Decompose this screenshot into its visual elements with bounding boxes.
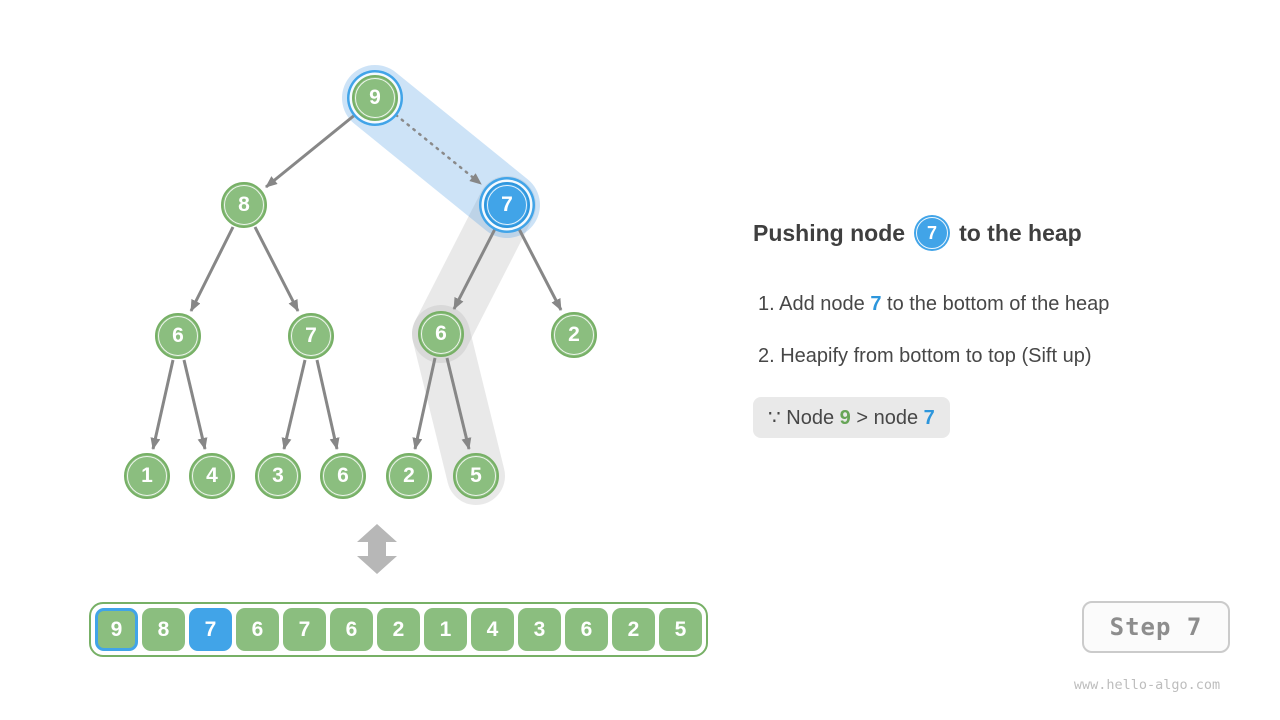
tree-node-label: 5 bbox=[470, 464, 482, 487]
tree-node: 9 bbox=[352, 75, 398, 121]
panel-title-suffix: to the heap bbox=[959, 219, 1082, 246]
tree-node-label: 6 bbox=[337, 464, 349, 487]
step-text: 1. Add node bbox=[758, 293, 871, 315]
array-cell: 1 bbox=[424, 608, 467, 651]
tree-node: 2 bbox=[551, 312, 597, 358]
note-blue-value: 7 bbox=[923, 407, 935, 429]
step-list-item-1: 1. Add node 7 to the bottom of the heap bbox=[758, 293, 1109, 316]
tree-node: 5 bbox=[453, 453, 499, 499]
compare-highlight bbox=[342, 65, 540, 238]
step-text: 2. Heapify from bottom to top (Sift up) bbox=[758, 345, 1092, 367]
array-cell: 6 bbox=[565, 608, 608, 651]
tree-node-label: 6 bbox=[435, 322, 447, 345]
array-cell: 4 bbox=[471, 608, 514, 651]
tree-node-label: 4 bbox=[206, 464, 218, 487]
array-cell: 2 bbox=[612, 608, 655, 651]
tree-edges bbox=[150, 112, 563, 450]
array-cell: 6 bbox=[236, 608, 279, 651]
heap-array: 9 8 7 6 7 6 2 1 4 3 6 2 5 bbox=[89, 602, 708, 657]
array-cell: 6 bbox=[330, 608, 373, 651]
array-cell: 3 bbox=[518, 608, 561, 651]
tree-node: 8 bbox=[221, 182, 267, 228]
dotted-compare-arrow bbox=[394, 113, 483, 186]
tree-node: 6 bbox=[418, 311, 464, 357]
tree-node: 7 bbox=[288, 313, 334, 359]
tree-node: 6 bbox=[155, 313, 201, 359]
tree-node-label: 3 bbox=[272, 464, 284, 487]
panel-title: Pushing node 7 to the heap bbox=[753, 212, 1082, 254]
tree-node: 2 bbox=[386, 453, 432, 499]
array-cell: 9 bbox=[95, 608, 138, 651]
note-box: ∵ Node 9 > node 7 bbox=[753, 397, 950, 438]
step-counter: Step 7 bbox=[1082, 601, 1230, 653]
note-text: ∵ Node bbox=[768, 407, 840, 429]
array-cell: 8 bbox=[142, 608, 185, 651]
tree-node-label: 2 bbox=[403, 464, 415, 487]
step-text: to the bottom of the heap bbox=[881, 293, 1110, 315]
tree-node-label: 7 bbox=[305, 324, 317, 347]
note-text: > node bbox=[850, 407, 924, 429]
watermark: www.hello-algo.com bbox=[1073, 677, 1221, 693]
swap-updown-arrow-icon bbox=[357, 524, 397, 574]
tree-node-label: 6 bbox=[172, 324, 184, 347]
tree-node-label: 1 bbox=[141, 464, 153, 487]
step-highlight: 7 bbox=[870, 293, 882, 315]
tree-node: 4 bbox=[189, 453, 235, 499]
tree-node-label: 2 bbox=[568, 323, 580, 346]
tree-node: 1 bbox=[124, 453, 170, 499]
array-cell-pushed: 7 bbox=[189, 608, 232, 651]
tree-node-label: 8 bbox=[238, 193, 250, 216]
panel-title-prefix: Pushing node bbox=[753, 219, 906, 246]
tree-node-pushed: 7 bbox=[484, 182, 530, 228]
note-green-value: 9 bbox=[839, 407, 851, 429]
tree-node: 6 bbox=[320, 453, 366, 499]
tree-node: 3 bbox=[255, 453, 301, 499]
tree-node-label: 9 bbox=[369, 86, 381, 109]
node-badge-7: 7 bbox=[914, 215, 951, 251]
array-cell: 5 bbox=[659, 608, 702, 651]
array-cell: 2 bbox=[377, 608, 420, 651]
array-cell: 7 bbox=[283, 608, 326, 651]
tree-node-label: 7 bbox=[501, 193, 513, 216]
step-list-item-2: 2. Heapify from bottom to top (Sift up) bbox=[758, 345, 1091, 368]
